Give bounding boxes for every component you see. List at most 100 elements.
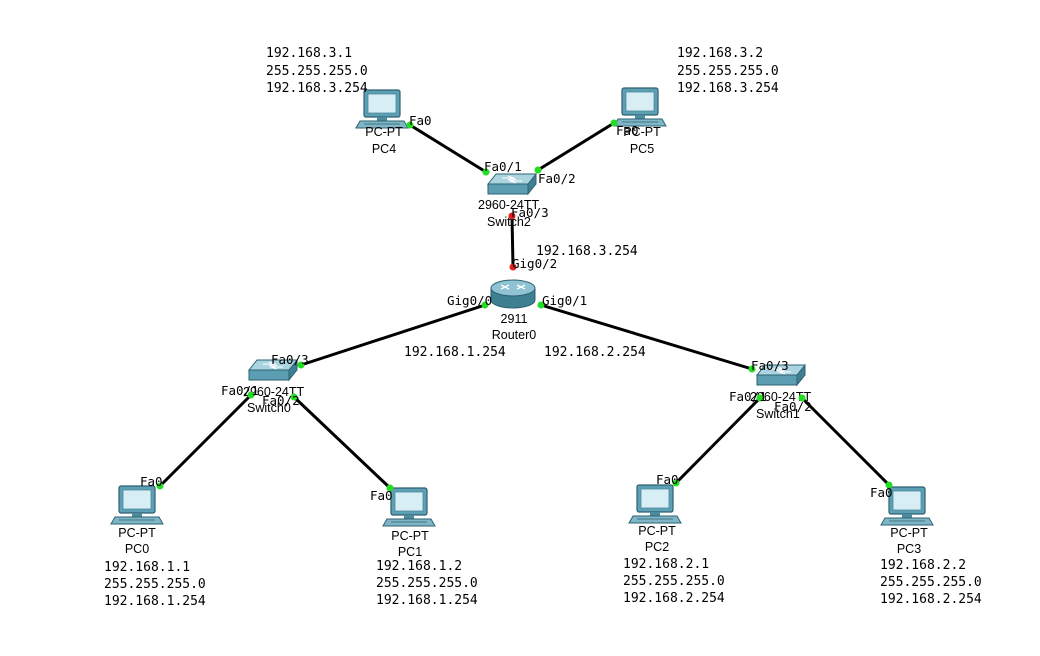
port-light-up <box>290 393 298 401</box>
device-name: PC5 <box>630 142 654 156</box>
ip-config-router0: 192.168.3.254 192.168.1.254 192.168.2.25… <box>404 244 646 360</box>
pc-icon <box>628 484 682 524</box>
device-name: Switch0 <box>247 401 291 415</box>
subnet-mask: 255.255.255.0 <box>677 64 779 79</box>
pc4[interactable]: PC-PT PC4 <box>355 89 409 156</box>
ip-address: 192.168.1.1 <box>104 560 190 575</box>
device-name: PC2 <box>645 540 669 554</box>
pc1[interactable]: PC-PT PC1 <box>382 487 436 559</box>
port-light-up <box>798 394 806 402</box>
port-light-up <box>610 119 618 127</box>
device-model: PC-PT <box>638 524 676 538</box>
port-light-up <box>885 481 893 489</box>
port-label: Fa0/3 <box>511 205 549 220</box>
pc0[interactable]: PC-PT PC0 <box>110 485 164 556</box>
port-label: Fa0/1 <box>221 383 259 398</box>
subnet-mask: 255.255.255.0 <box>880 575 982 590</box>
port-label: Fa0 <box>616 123 639 138</box>
subnet-mask: 255.255.255.0 <box>623 574 725 589</box>
port-label: Fa0/2 <box>538 171 576 186</box>
device-name: PC0 <box>125 542 149 556</box>
port-label: Gig0/0 <box>447 293 492 308</box>
port-light-up <box>406 121 414 129</box>
link-switch0-pc1 <box>292 395 392 490</box>
port-light-up <box>482 168 490 176</box>
port-label: Fa0/3 <box>271 352 309 367</box>
ip-config-pc3: 192.168.2.2 255.255.255.0 192.168.2.254 <box>880 558 982 607</box>
pc3[interactable]: PC-PT PC3 <box>880 486 934 556</box>
link-switch2-router0 <box>510 215 515 268</box>
device-name: Switch1 <box>756 407 800 421</box>
device-model: 2960-24TT <box>243 385 305 399</box>
link-switch0-pc0 <box>158 393 253 488</box>
ip-config-pc5: 192.168.3.2 255.255.255.0 192.168.3.254 <box>677 46 779 96</box>
link-router0-switch0 <box>300 303 486 367</box>
subnet-mask: 255.255.255.0 <box>266 64 368 79</box>
port-label: Fa0/2 <box>262 393 300 408</box>
port-light-up <box>534 166 542 174</box>
port-lights <box>156 119 893 492</box>
default-gateway: 192.168.2.254 <box>880 592 982 607</box>
port-label: Fa0/1 <box>484 159 522 174</box>
ip-config-pc4: 192.168.3.1 255.255.255.0 192.168.3.254 <box>266 46 368 96</box>
port-label: Fa0/3 <box>751 358 789 373</box>
port-label: Fa0 <box>140 474 163 489</box>
port-label: Fa0/1 <box>729 389 767 404</box>
port-label: Fa0/2 <box>774 399 812 414</box>
link-router0-switch1 <box>540 303 753 371</box>
device-model: PC-PT <box>118 526 156 540</box>
subnet-mask: 255.255.255.0 <box>104 577 206 592</box>
port-light-up <box>748 365 756 373</box>
default-gateway: 192.168.3.254 <box>266 81 368 96</box>
pc2[interactable]: PC-PT PC2 <box>628 484 682 554</box>
device-name: PC1 <box>398 545 422 559</box>
port-label: Fa0 <box>656 472 679 487</box>
switch1[interactable]: 2960-24TT Switch1 <box>750 364 812 421</box>
device-model: PC-PT <box>391 529 429 543</box>
port-label: Gig0/2 <box>512 256 557 271</box>
port-label: Fa0 <box>409 113 432 128</box>
device-name: Router0 <box>492 328 537 342</box>
port-light-up <box>672 479 680 487</box>
device-model: 2960-24TT <box>478 198 540 212</box>
pc-icon <box>613 87 667 127</box>
port-light-up <box>481 301 489 309</box>
ip-address: 192.168.2.2 <box>880 558 966 573</box>
ip-address: 192.168.3.1 <box>266 46 352 61</box>
pc-icon <box>110 485 164 525</box>
port-labels: Fa0 Fa0/1 Fa0 Fa0/2 Fa0/3 Gig0/2 Gig0/0 … <box>140 113 893 503</box>
port-light-up <box>297 361 305 369</box>
device-model: 2960-24TT <box>750 390 812 404</box>
switch0[interactable]: 2960-24TT Switch0 <box>243 359 305 415</box>
port-label: Fa0 <box>370 488 393 503</box>
device-model: PC-PT <box>890 526 928 540</box>
device-model: PC-PT <box>365 125 403 139</box>
router-gig0-0-ip: 192.168.1.254 <box>404 345 506 360</box>
port-label: Fa0 <box>870 485 893 500</box>
ip-config-pc0: 192.168.1.1 255.255.255.0 192.168.1.254 <box>104 560 206 609</box>
port-light-down <box>508 212 516 220</box>
link-pc4-switch2 <box>409 123 487 174</box>
default-gateway: 192.168.2.254 <box>623 591 725 606</box>
device-name: PC4 <box>372 142 396 156</box>
port-light-up <box>156 482 164 490</box>
ip-config-pc1: 192.168.1.2 255.255.255.0 192.168.1.254 <box>376 559 478 608</box>
router-icon <box>490 279 536 309</box>
router0[interactable]: 2911 Router0 <box>490 279 537 342</box>
router-gig0-2-ip: 192.168.3.254 <box>536 244 638 259</box>
ip-address: 192.168.2.1 <box>623 557 709 572</box>
device-name: Switch2 <box>487 215 531 229</box>
port-light-up <box>756 394 764 402</box>
subnet-mask: 255.255.255.0 <box>376 576 478 591</box>
port-light-up <box>247 391 255 399</box>
ip-address: 192.168.1.2 <box>376 559 462 574</box>
default-gateway: 192.168.1.254 <box>376 593 478 608</box>
pc5[interactable]: PC-PT PC5 <box>613 87 667 156</box>
port-label: Gig0/1 <box>542 293 587 308</box>
default-gateway: 192.168.1.254 <box>104 594 206 609</box>
links <box>158 121 891 490</box>
switch2[interactable]: 2960-24TT Switch2 <box>478 173 540 229</box>
link-switch1-pc2 <box>674 396 762 485</box>
port-light-up <box>386 484 394 492</box>
ip-address: 192.168.3.2 <box>677 46 763 61</box>
